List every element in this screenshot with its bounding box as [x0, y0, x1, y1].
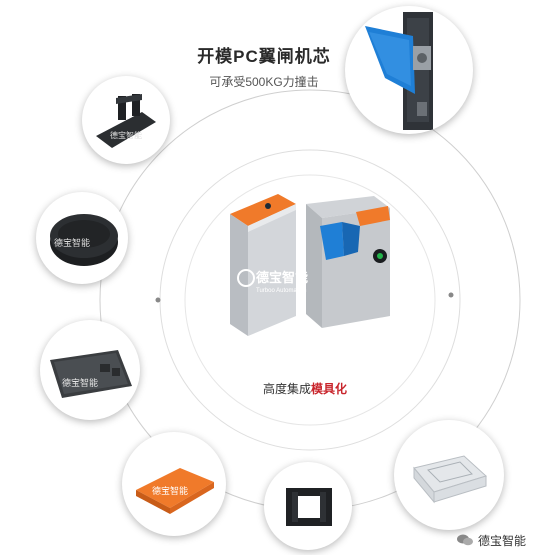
headline: 开模PC翼闸机芯 可承受500KG力撞击	[176, 42, 352, 90]
svg-text:德宝智能: 德宝智能	[62, 377, 98, 388]
svg-text:德宝智能: 德宝智能	[256, 270, 308, 285]
bubble-bracket: 德宝智能	[82, 76, 170, 164]
frame-image	[286, 488, 332, 526]
integration-caption: 高度集成模具化	[240, 380, 370, 397]
bubble-frame	[264, 462, 352, 550]
orbit-dot	[448, 292, 454, 298]
clear-case-image	[413, 455, 487, 504]
wing-core-image	[365, 12, 433, 130]
svg-text:德宝智能: 德宝智能	[54, 237, 90, 248]
wechat-icon	[456, 534, 474, 546]
svg-text:德宝智能: 德宝智能	[110, 130, 142, 140]
bubble-clear-case	[394, 420, 504, 530]
bubble-motor-cap: 德宝智能	[36, 192, 128, 284]
motor-cap-image: 德宝智能	[50, 214, 118, 266]
integration-caption-prefix: 高度集成	[262, 382, 311, 396]
integration-caption-accent: 模具化	[311, 382, 348, 396]
turnstile-image: 德宝智能 Turboo Automation	[230, 194, 390, 336]
svg-text:Turboo Automation: Turboo Automation	[256, 288, 306, 294]
bubble-orange-cap: 德宝智能	[122, 432, 226, 536]
headline-subtitle: 可承受500KG力撞击	[209, 75, 319, 89]
watermark-text: 德宝智能	[478, 534, 527, 548]
svg-text:德宝智能: 德宝智能	[152, 485, 188, 496]
orbit-dot	[155, 297, 161, 303]
bracket-image: 德宝智能	[96, 94, 156, 148]
base-panel-image: 德宝智能	[50, 350, 132, 398]
headline-title: 开模PC翼闸机芯	[197, 47, 331, 66]
wechat-watermark: 德宝智能	[456, 532, 526, 549]
bubble-wing-core	[345, 6, 473, 134]
bubble-base-panel: 德宝智能	[40, 320, 140, 420]
orange-cap-image: 德宝智能	[136, 468, 214, 514]
